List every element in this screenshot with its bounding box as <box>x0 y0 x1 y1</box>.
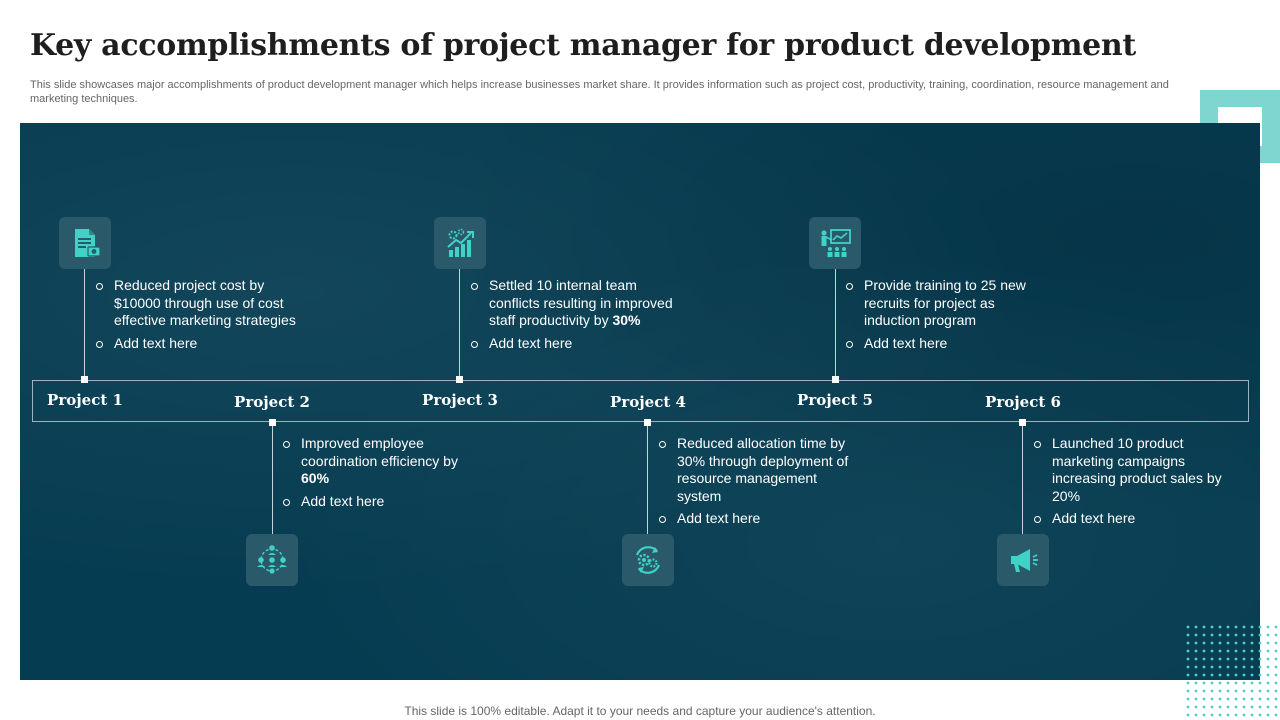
project-2-description: Improved employee coordination efficienc… <box>282 435 487 515</box>
project-1-dot <box>81 376 88 383</box>
project-6-label: Project 6 <box>985 393 1061 411</box>
project-6-point-1: Launched 10 product marketing campaigns … <box>1033 435 1238 505</box>
project-3-label: Project 3 <box>422 391 498 409</box>
project-5-icon-box <box>809 217 861 269</box>
project-4-description: Reduced allocation time by 30% through d… <box>658 435 863 533</box>
project-3-dot <box>456 376 463 383</box>
project-4-point-1: Reduced allocation time by 30% through d… <box>658 435 863 505</box>
training-presentation-icon <box>821 229 851 257</box>
project-1-label: Project 1 <box>47 391 123 409</box>
project-6-dot <box>1019 419 1026 426</box>
timeline-bar <box>32 380 1249 422</box>
project-1-point-1: Reduced project cost by $10000 through u… <box>95 277 300 330</box>
project-4-point-2: Add text here <box>658 510 863 528</box>
project-2-point-2: Add text here <box>282 493 487 511</box>
project-1-icon-box <box>59 217 111 269</box>
project-4-label: Project 4 <box>610 393 686 411</box>
team-network-icon <box>257 545 287 574</box>
megaphone-icon <box>1011 549 1038 572</box>
project-1-description: Reduced project cost by $10000 through u… <box>95 277 300 357</box>
project-4-icon-box <box>622 534 674 586</box>
project-3-description: Settled 10 internal team conflicts resul… <box>470 277 675 357</box>
project-5-point-2: Add text here <box>845 335 1050 353</box>
project-2-label: Project 2 <box>234 393 310 411</box>
project-5-dot <box>832 376 839 383</box>
project-5-description: Provide training to 25 new recruits for … <box>845 277 1050 357</box>
project-1-connector <box>84 268 85 380</box>
project-3-point-2: Add text here <box>470 335 675 353</box>
growth-gears-icon <box>447 228 474 257</box>
project-2-point-1: Improved employee coordination efficienc… <box>282 435 487 488</box>
project-2-dot <box>269 419 276 426</box>
slide-footer: This slide is 100% editable. Adapt it to… <box>404 704 876 718</box>
project-3-icon-box <box>434 217 486 269</box>
project-6-icon-box <box>997 534 1049 586</box>
gear-cycle-icon <box>635 546 661 574</box>
project-6-description: Launched 10 product marketing campaigns … <box>1033 435 1238 533</box>
project-6-point-2: Add text here <box>1033 510 1238 528</box>
slide-title: Key accomplishments of project manager f… <box>30 28 1136 63</box>
document-money-icon <box>75 229 101 257</box>
project-2-icon-box <box>246 534 298 586</box>
project-5-connector <box>835 268 836 380</box>
project-4-connector <box>647 422 648 534</box>
slide-subtitle: This slide showcases major accomplishmen… <box>30 79 1169 105</box>
project-6-connector <box>1022 422 1023 534</box>
timeline-panel: Project 1 Project 2 Project 3 Project 4 … <box>20 123 1260 680</box>
project-3-point-1: Settled 10 internal team conflicts resul… <box>470 277 675 330</box>
dot-grid-decoration <box>1186 625 1280 720</box>
project-2-connector <box>272 422 273 534</box>
project-4-dot <box>644 419 651 426</box>
project-5-point-1: Provide training to 25 new recruits for … <box>845 277 1050 330</box>
project-1-point-2: Add text here <box>95 335 300 353</box>
project-5-label: Project 5 <box>797 391 873 409</box>
project-3-connector <box>459 268 460 380</box>
